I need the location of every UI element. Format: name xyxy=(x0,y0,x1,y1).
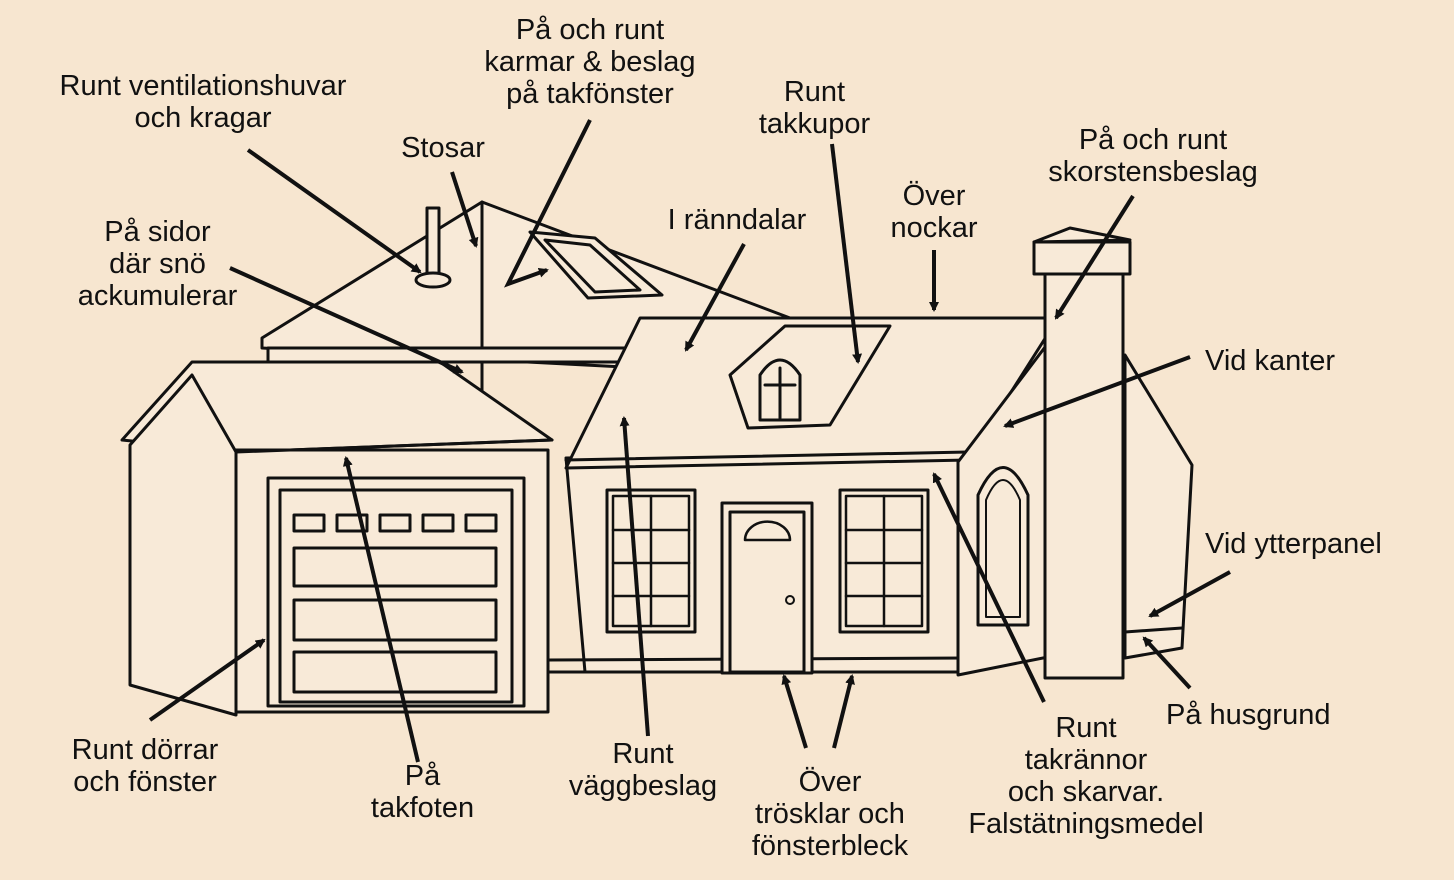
arrow-wall-flashing xyxy=(619,416,650,737)
label-skylights: På och runt karmar & beslag på takfönste… xyxy=(484,14,696,110)
callout-arrows xyxy=(148,119,1231,763)
arrow-chimney xyxy=(1054,194,1135,320)
label-foundation: På husgrund xyxy=(1166,699,1331,731)
label-gutters: Runt takrännor och skarvar. Falstätnings… xyxy=(968,712,1204,840)
label-siding: Vid ytterpanel xyxy=(1205,528,1382,560)
label-eaves: På takfoten xyxy=(370,760,475,824)
label-edges: Vid kanter xyxy=(1205,345,1336,377)
label-valleys: I ränndalar xyxy=(667,204,807,236)
garage-side-wall xyxy=(128,373,238,717)
vent-collar xyxy=(414,271,452,289)
arrow-dormers xyxy=(830,143,863,364)
label-stack: Stosar xyxy=(401,132,485,164)
label-chimney: På och runt skorstensbeslag xyxy=(1048,124,1258,188)
vent-stack xyxy=(425,206,441,280)
label-vent-hoods: Runt ventilationshuvar och kragar xyxy=(59,70,347,134)
arrow-snow-sides xyxy=(229,266,464,374)
front-door xyxy=(728,510,806,674)
arrow-eaves xyxy=(342,456,420,763)
arrow-siding xyxy=(1148,570,1231,618)
arrow-doors-windows xyxy=(148,638,266,722)
garage-door-windows xyxy=(292,513,498,533)
arrow-valleys xyxy=(684,243,746,352)
garage-door-panel xyxy=(292,598,498,642)
arrow-skylights xyxy=(503,119,592,288)
arrow-thresholds-1 xyxy=(781,674,808,749)
arrow-vent-hoods xyxy=(246,148,422,274)
arrow-foundation xyxy=(1142,636,1192,690)
garage-door-panel xyxy=(292,546,498,588)
arrow-edges xyxy=(1003,355,1191,428)
label-thresholds: Över trösklar och fönsterbleck xyxy=(751,766,909,862)
label-snow-sides: På sidor där snö ackumulerar xyxy=(77,216,238,312)
far-right-wing xyxy=(1123,353,1194,660)
label-ridges: Över nockar xyxy=(890,180,978,244)
arrow-thresholds-2 xyxy=(832,674,855,749)
chimney-cap xyxy=(1032,240,1132,276)
arrow-stack xyxy=(450,171,479,248)
label-wall-flashing: Runt väggbeslag xyxy=(568,738,718,802)
arrow-gutters xyxy=(932,472,1046,703)
chimney-body xyxy=(1043,268,1125,680)
label-dormers: Runt takkupor xyxy=(758,76,871,140)
label-doors-windows: Runt dörrar och fönster xyxy=(71,734,219,798)
